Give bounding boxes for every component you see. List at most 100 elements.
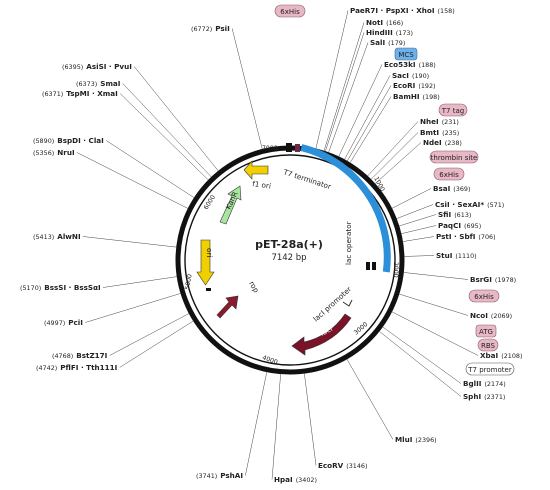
- badge-t7-promoter: T7 promoter: [465, 362, 515, 376]
- site-label: (5356)NruI: [33, 148, 75, 157]
- site-leader-line: [76, 152, 189, 209]
- site-leader-line: [82, 236, 177, 248]
- site-label: SphI(2371): [463, 392, 505, 401]
- map-title: pET-28a(+) 7142 bp: [255, 238, 323, 263]
- badge-mcs: MCS: [394, 47, 418, 61]
- site-label: XbaI(2108): [480, 351, 522, 360]
- feature-marker-left: [206, 288, 211, 291]
- svg-text:MCS: MCS: [398, 51, 414, 59]
- rop-arrow: [216, 295, 239, 319]
- site-leader-line: [85, 293, 182, 323]
- badge-6xhis-low: 6xHis: [468, 289, 500, 303]
- site-label: (4742)PflFI · Tth111I: [36, 363, 118, 372]
- site-label: SalI(179): [370, 38, 405, 47]
- site-leader-line: [122, 83, 212, 178]
- svg-text:RBS: RBS: [481, 342, 496, 350]
- site-leader-line: [102, 276, 178, 288]
- site-label: BsrGI(1978): [470, 275, 516, 284]
- site-labels-left: (6772)PsiI (6395)AsiSI · PvuI (6373)SmaI…: [20, 24, 243, 480]
- badge-t7-tag: T7 tag: [438, 103, 468, 117]
- site-label: (5170)BssSI · BssSαI: [20, 283, 101, 292]
- plasmid-name: pET-28a(+): [255, 238, 323, 251]
- site-leader-line: [346, 85, 392, 162]
- site-leader-line: [367, 121, 419, 177]
- badge-6xhis-mid: 6xHis: [433, 167, 465, 181]
- site-labels-right: PaeR7I · PspXI · XhoI(158) NotI(166) Hin…: [274, 6, 522, 484]
- site-leader-line: [105, 140, 195, 199]
- svg-text:ATG: ATG: [479, 328, 493, 336]
- features: f1 ori T7 terminator KanR ori rop lacI l…: [196, 160, 353, 356]
- site-leader-line: [346, 358, 394, 440]
- site-leader-line: [328, 42, 369, 153]
- svg-text:thrombin site: thrombin site: [431, 154, 478, 162]
- site-label: HpaI(3402): [274, 475, 317, 484]
- tick-6000: 6000: [203, 194, 217, 211]
- site-leader-line: [323, 22, 365, 152]
- site-label: CsiI · SexAI*(571): [435, 200, 504, 209]
- svg-text:6xHis: 6xHis: [439, 171, 459, 179]
- site-leader-line: [382, 326, 462, 384]
- site-leader-line: [400, 225, 437, 235]
- site-leader-line: [398, 293, 469, 316]
- expression-region-arc: [300, 144, 391, 273]
- site-label: (6371)TspMI · XmaI: [42, 89, 118, 98]
- site-leader-line: [391, 311, 479, 356]
- t7-terminator-label: T7 terminator: [281, 167, 332, 191]
- site-leader-line: [134, 66, 219, 172]
- origin-marker-1: [286, 143, 292, 152]
- tick-7000: 7000: [262, 145, 278, 152]
- site-leader-lines-left: [76, 28, 268, 476]
- site-label: EcoRV(3146): [318, 461, 367, 470]
- site-label: PstI · SbfI(706): [436, 232, 496, 241]
- badge-thrombin-site: thrombin site: [429, 150, 479, 164]
- lac-operator-marker: [366, 262, 370, 270]
- site-label: SfiI(613): [438, 210, 471, 219]
- site-leader-line: [402, 236, 435, 242]
- svg-text:6xHis: 6xHis: [474, 293, 494, 301]
- tick-5000: 5000: [184, 274, 194, 291]
- site-leader-line: [304, 373, 317, 466]
- site-leader-line: [349, 96, 392, 164]
- origin-marker-2: [295, 144, 300, 152]
- site-leader-line: [391, 188, 432, 209]
- kanr-label: KanR: [224, 190, 240, 211]
- site-label: HindIII(173): [366, 28, 413, 37]
- site-label: PaeR7I · PspXI · XhoI(158): [350, 6, 455, 15]
- site-label: EcoRI(192): [393, 81, 436, 90]
- site-leader-line: [403, 255, 435, 257]
- site-leader-line: [374, 142, 422, 185]
- site-leader-line: [109, 313, 190, 356]
- site-label: NcoI(2069): [470, 311, 512, 320]
- badge-6xhis-top: 6xHis: [274, 4, 306, 18]
- tick-4000: 4000: [261, 354, 278, 366]
- site-leader-line: [119, 93, 209, 181]
- tick-3000: 3000: [353, 321, 370, 337]
- badge-atg: ATG: [475, 324, 497, 338]
- site-label: StuI(1110): [436, 251, 477, 260]
- site-label: NotI(166): [366, 18, 403, 27]
- f1-ori-label: f1 ori: [252, 179, 272, 191]
- site-label: (5890)BspDI · ClaI: [33, 136, 104, 145]
- site-leader-line: [378, 330, 462, 397]
- site-leader-line: [271, 373, 281, 480]
- rop-label: rop: [247, 280, 261, 295]
- feature-badges: 6xHis MCS T7 tag thrombin site 6xHis 6xH…: [274, 4, 515, 376]
- site-label: (3741)PshAI: [196, 471, 243, 480]
- f1-ori-arrow: [243, 160, 269, 180]
- site-leader-line: [245, 371, 268, 476]
- site-label: BglII(2174): [463, 379, 506, 388]
- origin-markers: [286, 143, 376, 270]
- site-label: SacI(190): [392, 71, 429, 80]
- site-leader-line: [325, 32, 365, 152]
- lac-operator-label: lac operator: [344, 221, 353, 265]
- site-leader-line: [403, 272, 469, 280]
- svg-text:T7 tag: T7 tag: [441, 107, 464, 115]
- site-label: (6395)AsiSI · PvuI: [62, 62, 132, 71]
- site-label: PaqCI(695): [438, 221, 481, 230]
- site-label: BmtI(235): [420, 128, 459, 137]
- backbone-inner-circle: [184, 154, 396, 366]
- tick-2000: 2000: [392, 262, 399, 278]
- svg-text:6xHis: 6xHis: [280, 8, 300, 16]
